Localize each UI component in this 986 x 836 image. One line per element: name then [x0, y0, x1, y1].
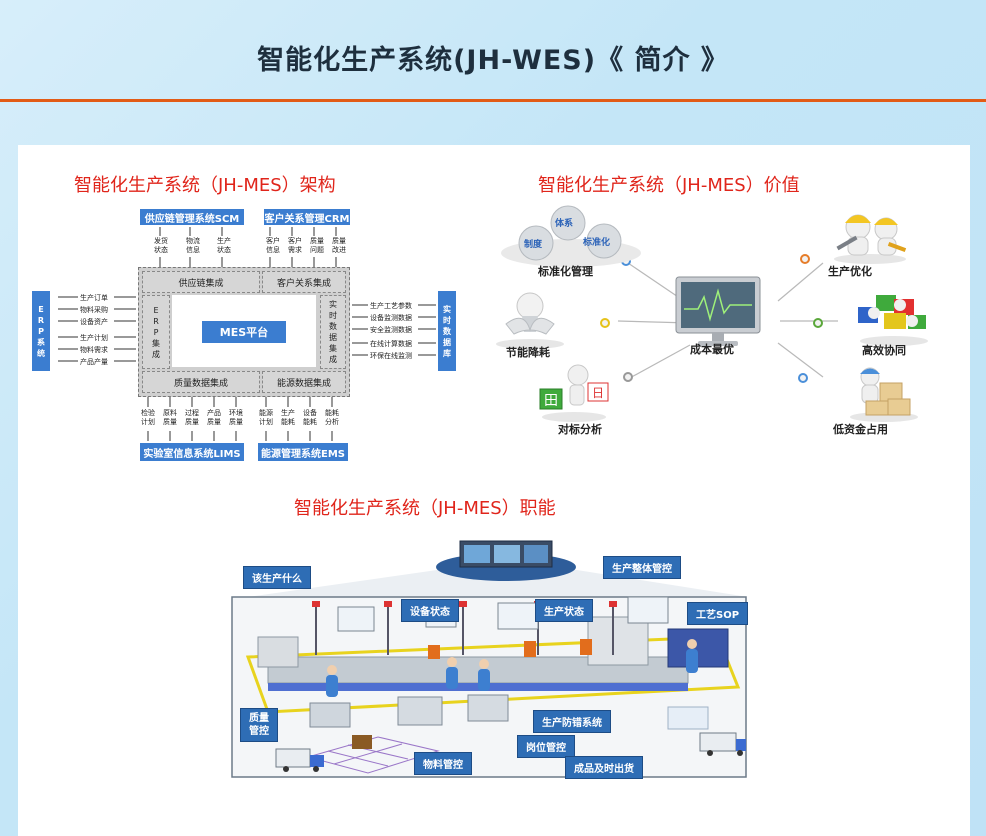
scm-item: 物流 信息 [186, 237, 200, 254]
ems-box: 能源管理系统EMS [258, 443, 348, 461]
erp-item: 物料需求 [80, 346, 108, 354]
tag-post-control: 岗位管控 [517, 735, 575, 758]
cost-optimal-label: 成本最优 [690, 343, 734, 356]
tag-equipment-status: 设备状态 [401, 599, 459, 622]
std-word: 标准化 [583, 238, 611, 248]
scm-item: 生产 状态 [217, 237, 231, 254]
ems-item: 能耗 分析 [325, 409, 339, 426]
benchmark-icon: 田 日 [539, 364, 609, 422]
realtime-item: 环保在线监测 [370, 352, 412, 360]
tag-production-status: 生产状态 [535, 599, 593, 622]
erp-item: 生产订单 [80, 294, 108, 302]
architecture-title: 智能化生产系统（JH-MES）架构 [74, 175, 336, 196]
page-title: 智能化生产系统(JH-WES)《 简介 》 [257, 45, 729, 76]
erp-arrows [58, 296, 136, 362]
realtime-arrows [352, 304, 436, 356]
tag-process-sop: 工艺SOP [687, 602, 749, 625]
lims-item: 过程 质量 [185, 409, 199, 426]
tag-quality-control: 质量 管控 [240, 708, 278, 742]
energy-saving-label: 节能降耗 [506, 346, 550, 359]
realtime-item: 设备监测数据 [370, 314, 412, 322]
lims-box: 实验室信息系统LIMS [140, 443, 244, 461]
tag-material-control: 物料管控 [414, 752, 472, 775]
svg-text:田: 田 [544, 393, 558, 409]
tag-what-to-produce: 该生产什么 [243, 566, 311, 589]
supply-chain-integration: 供应链集成 [142, 271, 260, 293]
lims-item: 原料 质量 [163, 409, 177, 426]
lims-item: 环境 质量 [229, 409, 243, 426]
erp-item: 设备资产 [80, 318, 108, 326]
connector-dot [623, 372, 633, 382]
lims-item: 产品 质量 [207, 409, 221, 426]
crm-item: 质量 改进 [332, 237, 346, 254]
ems-item: 能源 计划 [259, 409, 273, 426]
functions-title: 智能化生产系统（JH-MES）职能 [294, 498, 556, 519]
realtime-item: 在线计算数据 [370, 340, 412, 348]
realtime-db-box: 实 时 数 据 库 [438, 291, 456, 371]
lims-item: 检验 计划 [141, 409, 155, 426]
scm-box: 供应链管理系统SCM [140, 209, 244, 225]
production-optimization-label: 生产优化 [828, 265, 872, 278]
value-connectors [617, 262, 838, 380]
erp-item: 生产计划 [80, 334, 108, 342]
realtime-item: 安全监测数据 [370, 326, 412, 334]
tag-timely-shipment: 成品及时出货 [565, 756, 643, 779]
connector-dot [600, 318, 610, 328]
std-word: 制度 [524, 240, 543, 250]
title-divider [0, 99, 986, 102]
standardization-label: 标准化管理 [538, 265, 593, 278]
customer-relation-integration: 客户关系集成 [262, 271, 346, 293]
value-title: 智能化生产系统（JH-MES）价值 [538, 175, 800, 196]
lightbulb-icon [496, 292, 564, 349]
quality-integration: 质量数据集成 [142, 371, 260, 393]
erp-item: 物料采购 [80, 306, 108, 314]
erp-item: 产品产量 [80, 358, 108, 366]
arch-arrows-bottom [147, 397, 333, 441]
arch-arrows-top [159, 227, 337, 269]
std-word: 体系 [555, 219, 574, 229]
connector-dot [813, 318, 823, 328]
svg-text:日: 日 [592, 386, 604, 400]
crm-item: 客户 信息 [266, 237, 280, 254]
erp-system-box: E R P 系 统 [32, 291, 50, 371]
monitor-icon [675, 276, 761, 346]
content-panel: 智能化生产系统（JH-MES）架构 供应链管理系统SCM 客户关系管理CRM 发… [18, 145, 970, 836]
puzzle-icon [858, 295, 928, 346]
ems-item: 生产 能耗 [281, 409, 295, 426]
crm-item: 质量 问题 [310, 237, 324, 254]
ems-item: 设备 能耗 [303, 409, 317, 426]
realtime-integration: 实 时 数 据 集 成 [320, 295, 346, 369]
energy-integration: 能源数据集成 [262, 371, 346, 393]
collaboration-label: 高效协同 [862, 344, 906, 357]
crm-box: 客户关系管理CRM [264, 209, 350, 225]
low-capital-label: 低资金占用 [833, 423, 888, 436]
benchmark-label: 对标分析 [558, 423, 602, 436]
tag-error-proofing: 生产防错系统 [533, 710, 611, 733]
scm-item: 发货 状态 [154, 237, 168, 254]
tag-overall-control: 生产整体管控 [603, 556, 681, 579]
factory-illustration [231, 540, 748, 778]
realtime-item: 生产工艺参数 [370, 302, 412, 310]
mes-platform: MES平台 [202, 321, 286, 343]
worker-tools-icon [834, 214, 907, 264]
connector-dot [800, 254, 810, 264]
crm-item: 客户 需求 [288, 237, 302, 254]
erp-integration: E R P 集 成 [142, 295, 170, 369]
connector-dot [798, 373, 808, 383]
standardization-icon [501, 205, 641, 267]
boxes-worker-icon [850, 367, 918, 422]
